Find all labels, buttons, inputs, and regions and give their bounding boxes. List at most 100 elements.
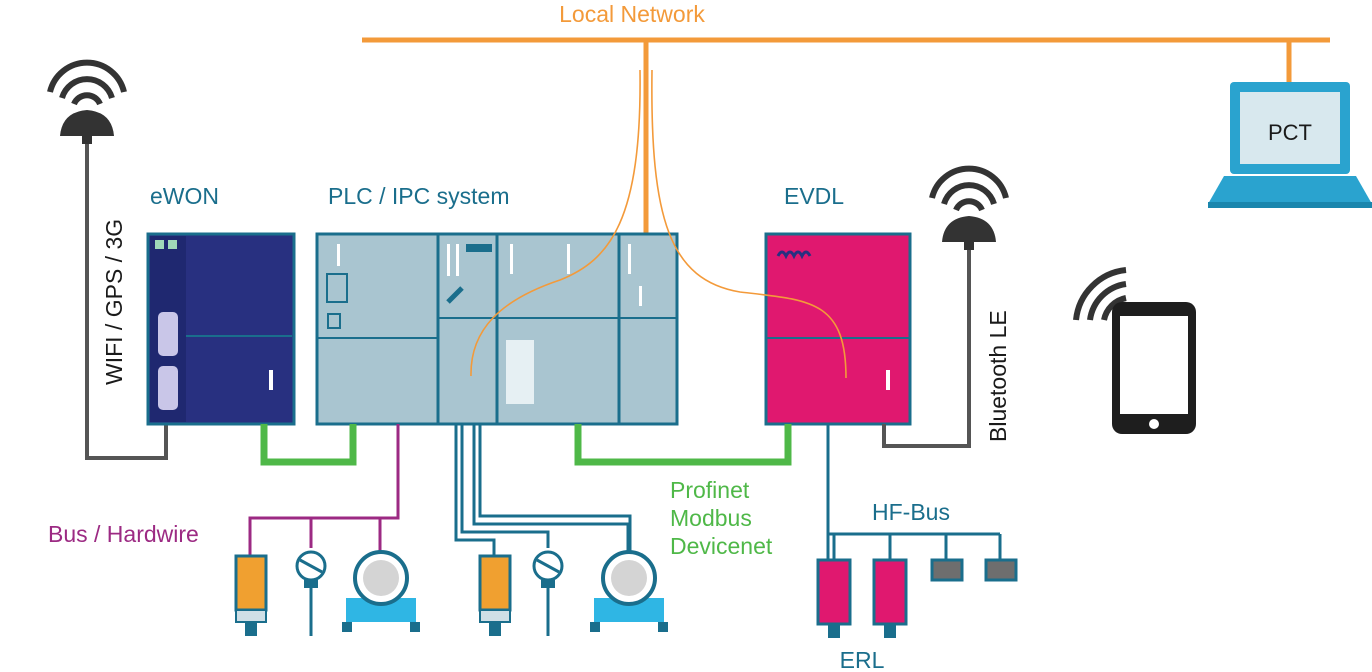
io-wire-2	[460, 424, 550, 548]
pct-label: PCT	[1268, 120, 1312, 145]
erl-stem	[884, 624, 896, 638]
plc-comm-mark-1	[628, 244, 631, 274]
level-sensor-stem	[245, 622, 257, 636]
laptop-base	[1208, 176, 1372, 204]
ewon-indicator	[269, 370, 273, 390]
flowmeter-dial	[611, 560, 647, 596]
wifi-antenna	[47, 59, 127, 144]
modbus-label: Modbus	[670, 505, 752, 531]
erl-device-2	[872, 558, 908, 638]
level-sensor-middle	[478, 554, 512, 636]
ewon-port-1	[158, 312, 178, 356]
io-wire-3	[472, 424, 630, 552]
plc-psu-window	[326, 273, 348, 303]
bt-antenna-dome-icon	[942, 216, 996, 242]
plc-io-wiring	[454, 424, 632, 556]
flowmeter-flange-r	[410, 622, 420, 632]
hardwire-trunk	[248, 424, 400, 556]
io-wire-1	[454, 424, 496, 556]
flowmeter-middle	[590, 550, 668, 632]
evdl-indicator	[886, 370, 890, 390]
pressure-sensor-middle	[532, 550, 564, 636]
plc-io-label-plate	[506, 340, 534, 404]
wifi-gps-3g-label: WIFI / GPS / 3G	[101, 219, 127, 385]
ewon-led-2	[168, 240, 177, 249]
fieldbus-ewon-plc	[260, 424, 357, 466]
hf-bus-label: HF-Bus	[872, 499, 950, 525]
erl-body	[872, 558, 908, 626]
antenna-base	[82, 136, 92, 144]
plc-cpu-mark-2	[456, 244, 459, 276]
fieldbus-plc-evdl	[574, 424, 792, 466]
level-sensor-body	[234, 554, 268, 612]
bluetooth-cable	[882, 250, 971, 448]
pct-laptop: PCT	[1208, 82, 1372, 208]
local-network-label: Local Network	[559, 1, 705, 27]
erl-stem	[828, 624, 840, 638]
pressure-sensor-neck	[304, 580, 318, 588]
local-network: Local Network	[362, 1, 1330, 236]
tablet-home-button	[1149, 419, 1159, 429]
erl-device-1	[816, 558, 852, 638]
plc-comm-mark-2	[639, 286, 642, 306]
ewon-port-2	[158, 366, 178, 410]
fibre-curve-to-cpu	[470, 69, 641, 377]
hardwire-bus	[248, 424, 400, 556]
plc-ipc-rack	[315, 232, 679, 426]
plc-io-mark-2	[567, 244, 570, 274]
wifi-wave-middle-icon	[59, 76, 115, 99]
bt-wave-inner-icon	[953, 198, 985, 212]
bluetooth-antenna	[929, 165, 1009, 250]
pressure-gauge-needle	[536, 558, 560, 574]
ewon-device	[146, 232, 296, 426]
plc-cpu-key	[446, 286, 464, 304]
tablet	[1073, 267, 1196, 434]
plc-ipc-label: PLC / IPC system	[328, 183, 509, 209]
tablet-wave-outer-icon	[1073, 267, 1127, 321]
erl-body	[816, 558, 852, 626]
plc-psu-mark	[337, 244, 340, 266]
erl-label: ERL	[840, 647, 885, 672]
hf-node-2	[984, 558, 1018, 582]
ewon-label: eWON	[150, 183, 219, 209]
flowmeter-dial	[363, 560, 399, 596]
io-wire-4	[478, 424, 632, 552]
level-sensor-left	[234, 554, 268, 636]
tablet-wave-middle-icon	[1087, 281, 1127, 321]
bt-antenna-base	[964, 242, 974, 250]
bus-hardwire-label: Bus / Hardwire	[48, 521, 199, 547]
plc-psu-socket	[327, 313, 341, 329]
wifi-cable	[85, 144, 168, 460]
level-sensor-foot	[479, 609, 511, 623]
bt-wave-middle-icon	[941, 182, 997, 205]
wifi-wave-outer-icon	[47, 59, 127, 93]
ewon-led-1	[155, 240, 164, 249]
devicenet-label: Devicenet	[670, 533, 773, 559]
hf-node-1	[930, 558, 964, 582]
pressure-sensor-left	[295, 550, 327, 636]
level-sensor-stem	[489, 622, 501, 636]
laptop-base-edge	[1208, 202, 1372, 208]
pressure-gauge-needle	[299, 558, 323, 574]
plc-io-mark-1	[510, 244, 513, 274]
antenna-dome-icon	[60, 110, 114, 136]
flowmeter-flange-r	[658, 622, 668, 632]
evdl-label: EVDL	[784, 183, 844, 209]
plc-cpu-mark-1	[447, 244, 450, 276]
level-sensor-foot	[235, 609, 267, 623]
plc-cpu-display	[466, 244, 492, 252]
level-sensor-body	[478, 554, 512, 612]
fibre-curve-to-evdl	[651, 69, 847, 379]
flowmeter-flange-l	[590, 622, 600, 632]
hf-bus-wiring	[826, 424, 1002, 560]
wifi-wave-inner-icon	[71, 92, 103, 106]
flowmeter-left	[342, 550, 420, 632]
laptop-display	[1240, 92, 1340, 164]
bt-wave-outer-icon	[929, 165, 1009, 199]
pressure-sensor-neck	[541, 580, 555, 588]
tablet-wave-inner-icon	[1101, 295, 1127, 321]
profinet-label: Profinet	[670, 477, 750, 503]
tablet-screen	[1120, 316, 1188, 414]
evdl-logo-icon	[776, 250, 812, 260]
